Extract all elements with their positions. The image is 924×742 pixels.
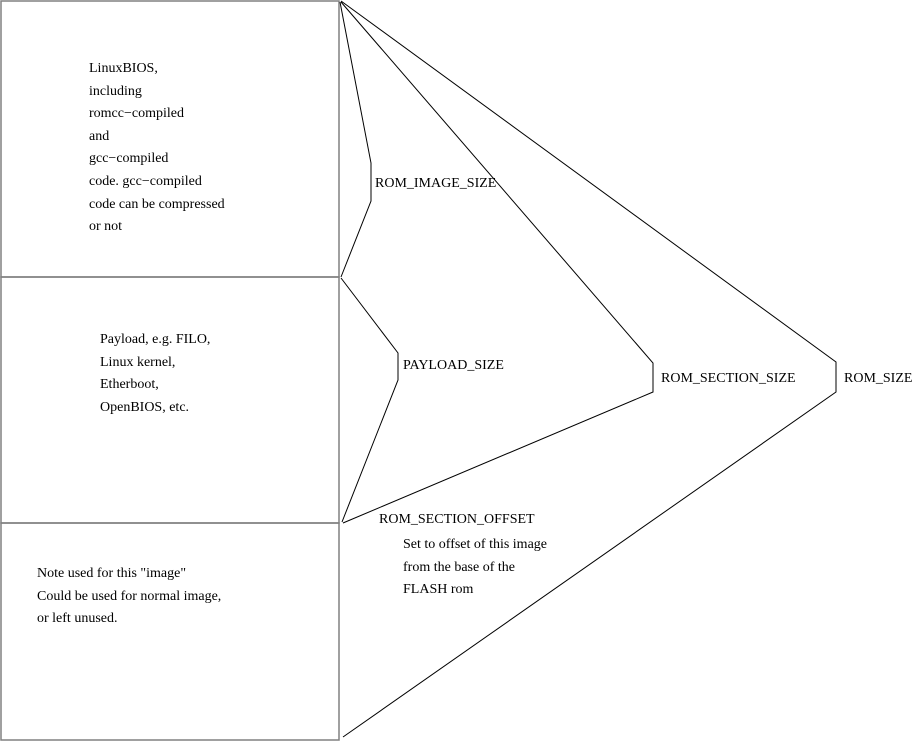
label-rom-size: ROM_SIZE xyxy=(844,371,913,386)
rom-section-offset-description: Set to offset of this image from the bas… xyxy=(403,534,547,602)
text-line: and xyxy=(89,128,110,144)
brace-payload-size xyxy=(340,277,399,523)
label-payload-size: PAYLOAD_SIZE xyxy=(403,358,504,373)
text-line: Etherboot, xyxy=(100,377,159,393)
label-rom-section-size: ROM_SECTION_SIZE xyxy=(661,371,796,386)
text-line: Set to offset of this image xyxy=(403,537,547,552)
text-line: from the base of the xyxy=(403,559,515,575)
text-line: romcc−compiled xyxy=(89,106,184,122)
box-unused xyxy=(0,522,340,741)
text-line: Linux kernel, xyxy=(100,354,176,370)
text-line: gcc−compiled xyxy=(89,151,169,167)
text-line: Payload, e.g. FILO, xyxy=(100,332,211,347)
block-linuxbios-text: LinuxBIOS, including romcc−compiled and … xyxy=(89,58,225,239)
text-line: Note used for this "image" xyxy=(37,566,187,581)
text-line: FLASH rom xyxy=(403,582,474,598)
block-unused-text: Note used for this "image" Could be used… xyxy=(37,563,221,631)
brace-rom-image-size xyxy=(339,1,372,278)
text-line: or not xyxy=(89,219,123,235)
label-rom-image-size: ROM_IMAGE_SIZE xyxy=(375,176,497,191)
text-line: including xyxy=(89,83,142,99)
brace-rom-size xyxy=(340,0,837,738)
text-line: Could be used for normal image, xyxy=(37,588,222,604)
text-line: OpenBIOS, etc. xyxy=(100,399,190,415)
text-line: code. gcc−compiled xyxy=(89,173,202,189)
text-line: or left unused. xyxy=(37,611,118,627)
block-payload-text: Payload, e.g. FILO, Linux kernel, Etherb… xyxy=(100,329,210,419)
text-line: LinuxBIOS, xyxy=(89,61,158,76)
text-line: code can be compressed xyxy=(89,196,225,212)
label-rom-section-offset: ROM_SECTION_OFFSET xyxy=(379,512,535,527)
brace-rom-section-size xyxy=(340,1,654,524)
